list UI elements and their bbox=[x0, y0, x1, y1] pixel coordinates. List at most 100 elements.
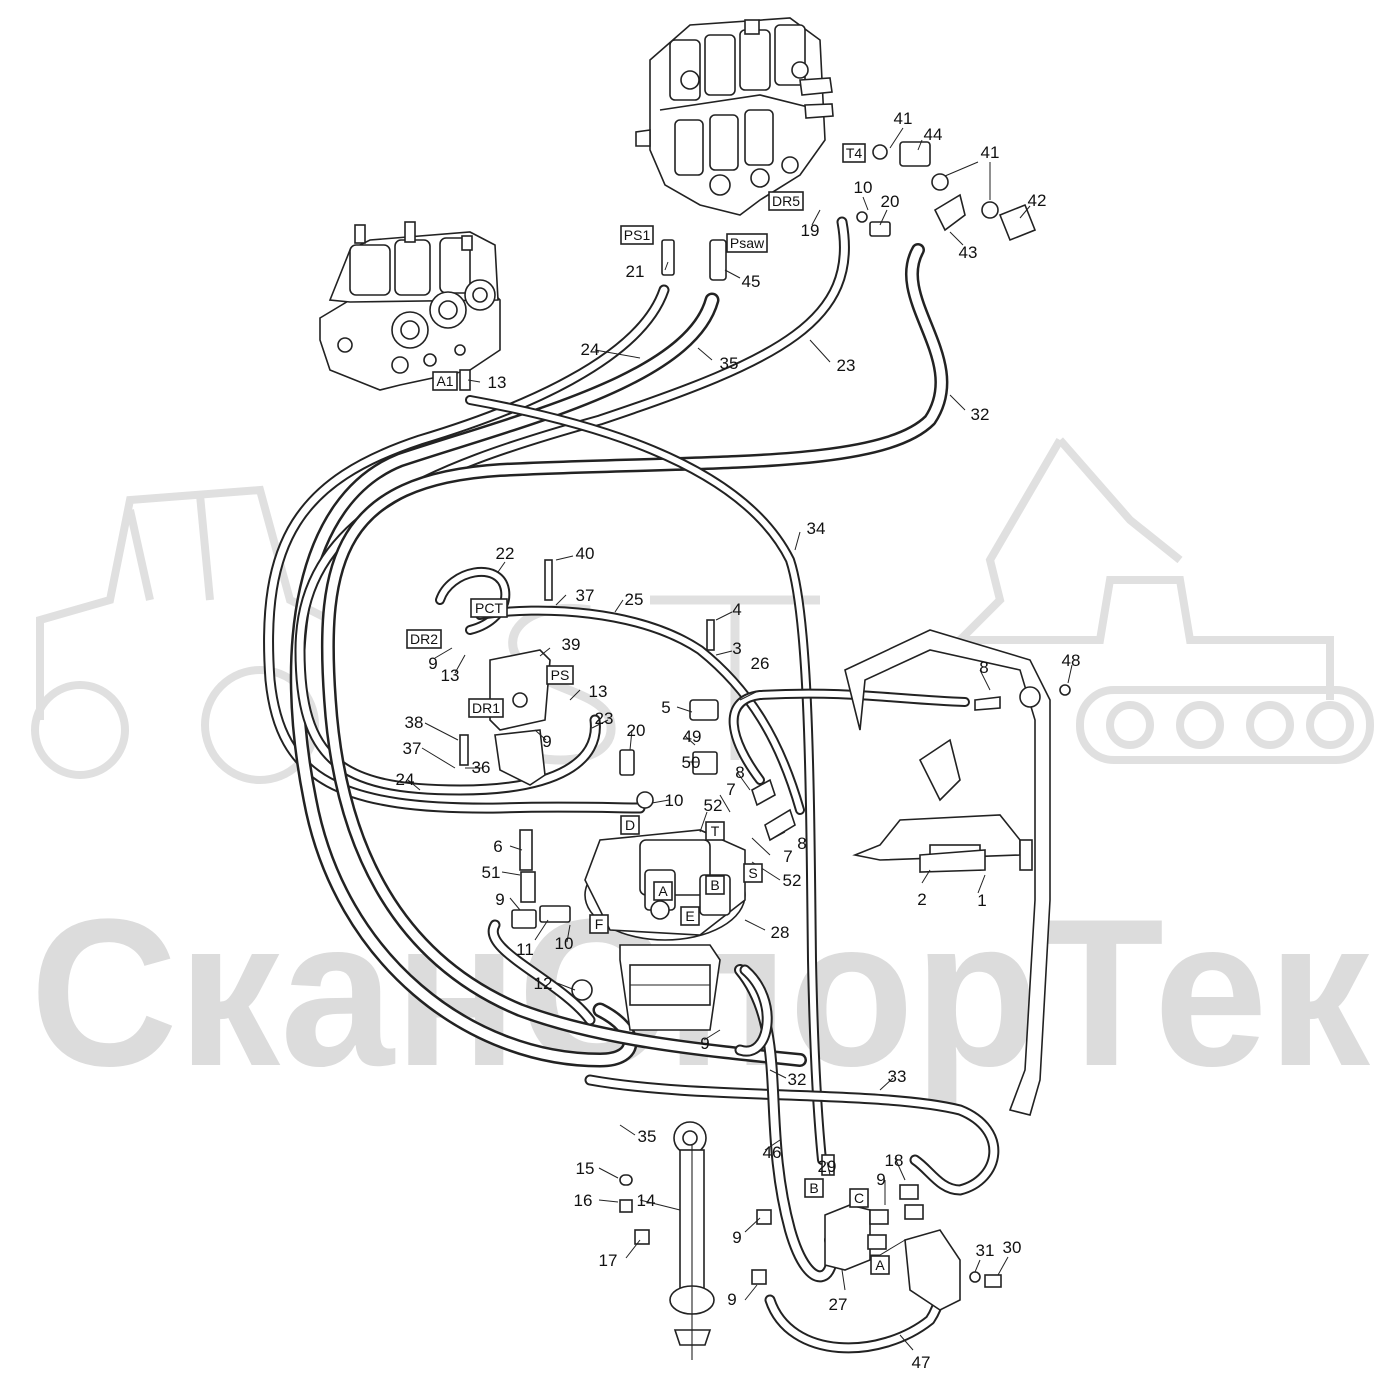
callout-label: 45 bbox=[742, 272, 761, 291]
callout-label: 32 bbox=[971, 405, 990, 424]
callout-label: 9 bbox=[732, 1228, 741, 1247]
svg-text:DR2: DR2 bbox=[410, 631, 438, 647]
callout-label: 30 bbox=[1003, 1238, 1022, 1257]
callout-label: 15 bbox=[576, 1159, 595, 1178]
callout-label: 17 bbox=[599, 1251, 618, 1270]
callout-label: 9 bbox=[495, 890, 504, 909]
callout-label: 7 bbox=[726, 780, 735, 799]
callout-label: 42 bbox=[1028, 191, 1047, 210]
callout-label: 25 bbox=[625, 590, 644, 609]
callout-label: 49 bbox=[683, 727, 702, 746]
callout-label: 9 bbox=[727, 1290, 736, 1309]
callout-label: 34 bbox=[807, 519, 826, 538]
callout-label: 23 bbox=[595, 709, 614, 728]
callout-label: 39 bbox=[562, 635, 581, 654]
callout-label: 6 bbox=[493, 837, 502, 856]
port-label: DR2 bbox=[406, 629, 442, 649]
svg-text:DR5: DR5 bbox=[772, 193, 800, 209]
fittings bbox=[459, 141, 1071, 1288]
svg-text:PS: PS bbox=[551, 667, 570, 683]
svg-text:Psaw: Psaw bbox=[730, 235, 765, 251]
hose-bundle bbox=[263, 216, 1000, 1354]
callout-label: 10 bbox=[665, 791, 684, 810]
callout-label: 9 bbox=[700, 1034, 709, 1053]
callout-label: 22 bbox=[496, 544, 515, 563]
leader-lines bbox=[407, 127, 1073, 1351]
callout-label: 48 bbox=[1062, 651, 1081, 670]
callout-label: 13 bbox=[488, 373, 507, 392]
svg-text:B: B bbox=[809, 1180, 818, 1196]
callout-label: 36 bbox=[472, 758, 491, 777]
callout-label: 13 bbox=[589, 682, 608, 701]
callout-label: 50 bbox=[682, 753, 701, 772]
callout-label: 9 bbox=[542, 732, 551, 751]
callout-label: 29 bbox=[818, 1157, 837, 1176]
svg-text:S: S bbox=[748, 865, 757, 881]
svg-text:D: D bbox=[625, 817, 635, 833]
svg-text:T: T bbox=[711, 823, 720, 839]
callout-label: 35 bbox=[638, 1127, 657, 1146]
callout-label: 8 bbox=[979, 658, 988, 677]
port-label: PS1 bbox=[620, 225, 654, 245]
port-label: T bbox=[705, 821, 725, 841]
callout-label: 37 bbox=[576, 586, 595, 605]
svg-text:F: F bbox=[595, 916, 604, 932]
callout-label: 27 bbox=[829, 1295, 848, 1314]
callout-label: 18 bbox=[885, 1151, 904, 1170]
port-label: E bbox=[680, 906, 700, 926]
callout-label: 8 bbox=[797, 834, 806, 853]
callout-label: 10 bbox=[854, 178, 873, 197]
svg-text:PCT: PCT bbox=[475, 600, 503, 616]
callout-label: 31 bbox=[976, 1241, 995, 1260]
callout-label: 3 bbox=[732, 639, 741, 658]
callout-label: 41 bbox=[981, 143, 1000, 162]
callout-label: 41 bbox=[894, 109, 913, 128]
svg-text:B: B bbox=[710, 877, 719, 893]
callout-label: 28 bbox=[771, 923, 790, 942]
port-label: A1 bbox=[432, 371, 458, 391]
svg-text:E: E bbox=[685, 908, 694, 924]
callout-label: 12 bbox=[534, 974, 553, 993]
callout-label: 26 bbox=[751, 654, 770, 673]
callout-label: 5 bbox=[661, 698, 670, 717]
port-label: A bbox=[870, 1255, 890, 1275]
callout-label: 1 bbox=[977, 891, 986, 910]
callout-label: 9 bbox=[428, 654, 437, 673]
port-label: PS bbox=[546, 665, 574, 685]
manifold-block bbox=[489, 649, 551, 786]
main-control-valve bbox=[635, 17, 834, 216]
callout-label: 35 bbox=[720, 354, 739, 373]
callout-label: 23 bbox=[837, 356, 856, 375]
port-label: T4 bbox=[842, 143, 866, 163]
port-label: F bbox=[589, 914, 609, 934]
port-label: DR5 bbox=[768, 191, 804, 211]
callout-label: 43 bbox=[959, 243, 978, 262]
callout-label: 2 bbox=[917, 890, 926, 909]
port-label: A bbox=[653, 881, 673, 901]
guard-plate bbox=[844, 629, 1051, 1116]
callout-label: 44 bbox=[924, 125, 943, 144]
callout-label: 14 bbox=[637, 1191, 656, 1210]
callout-numbers: 41 44 41 10 20 42 19 43 21 45 13 24 35 2… bbox=[396, 109, 1081, 1372]
port-label: B bbox=[804, 1178, 824, 1198]
watermark-excavator-icon bbox=[950, 437, 1374, 764]
port-label: PCT bbox=[470, 598, 508, 618]
callout-label: 33 bbox=[888, 1067, 907, 1086]
svg-text:DR1: DR1 bbox=[472, 700, 500, 716]
callout-label: 11 bbox=[516, 940, 534, 959]
lower-valve bbox=[824, 1204, 961, 1311]
callout-label: 47 bbox=[912, 1353, 931, 1372]
svg-text:A1: A1 bbox=[436, 373, 453, 389]
port-label: B bbox=[705, 875, 725, 895]
callout-label: 20 bbox=[881, 192, 900, 211]
callout-label: 52 bbox=[704, 796, 723, 815]
callout-label: 19 bbox=[801, 221, 820, 240]
svg-text:A: A bbox=[658, 883, 668, 899]
callout-label: 9 bbox=[876, 1170, 885, 1189]
port-label: S bbox=[743, 863, 763, 883]
callout-label: 51 bbox=[482, 863, 501, 882]
port-labels: T4 DR5 PS1 Psaw A1 PCT DR2 PS DR1 D T S … bbox=[406, 143, 890, 1275]
callout-label: 37 bbox=[403, 739, 422, 758]
port-label: Psaw bbox=[726, 233, 768, 253]
